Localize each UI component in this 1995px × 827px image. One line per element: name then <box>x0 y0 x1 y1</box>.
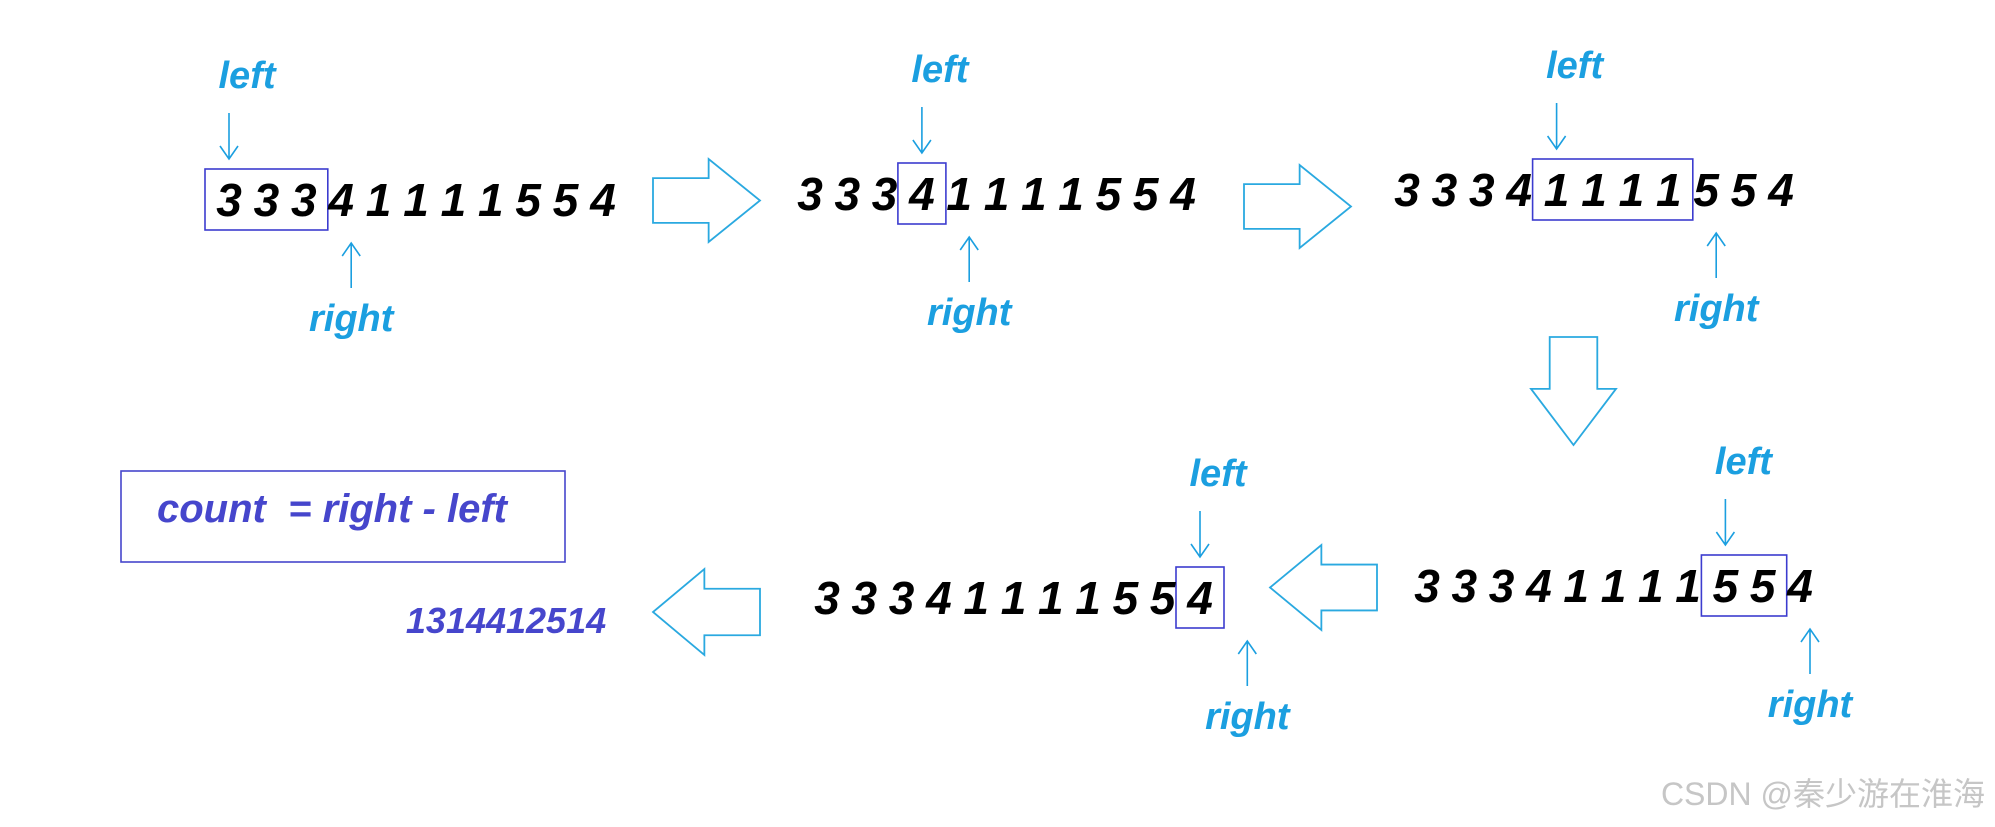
array-digit: 1 <box>441 174 467 226</box>
flow-arrow-left-icon <box>651 567 761 657</box>
array-digit: 1 <box>963 572 989 624</box>
right-pointer-arrow-icon <box>341 241 361 288</box>
array-digit: 1 <box>1544 164 1570 216</box>
right-pointer-arrow-icon <box>959 235 979 282</box>
right-pointer-label: right <box>1768 684 1854 726</box>
array-digit: 4 <box>908 168 935 220</box>
formula-text: count = right - left <box>157 487 509 531</box>
array-digit: 3 <box>889 572 915 624</box>
array-digit: 4 <box>1786 560 1813 612</box>
array-digit: 1 <box>1001 572 1027 624</box>
array-digit: 1 <box>1601 560 1627 612</box>
array-digit: 3 <box>1394 164 1420 216</box>
array-digit: 3 <box>835 168 861 220</box>
array-digit: 1 <box>946 168 972 220</box>
array-digit: 3 <box>1432 164 1458 216</box>
formula-frame <box>120 470 566 563</box>
array-digit: 4 <box>1505 164 1532 216</box>
array-digit: 5 <box>1150 572 1177 624</box>
array-digit: 5 <box>515 174 542 226</box>
array-digit: 1 <box>1021 168 1047 220</box>
right-pointer-label: right <box>1674 288 1760 330</box>
array-digit: 3 <box>291 174 317 226</box>
array-digit: 5 <box>1713 560 1740 612</box>
array-digit: 5 <box>1750 560 1777 612</box>
array-digit: 1 <box>1656 164 1682 216</box>
left-pointer-arrow-icon <box>1715 499 1736 547</box>
window-box <box>1175 566 1225 629</box>
array-digit: 4 <box>1525 560 1552 612</box>
window-box <box>204 168 329 231</box>
array-digit: 3 <box>797 168 823 220</box>
flow-arrows <box>651 157 1618 657</box>
array-digit: 4 <box>1767 164 1794 216</box>
array-digit: 4 <box>925 572 952 624</box>
array-digit: 1 <box>366 174 392 226</box>
array-digit: 3 <box>814 572 840 624</box>
array-digit: 3 <box>254 174 280 226</box>
left-pointer-arrow-icon <box>1546 103 1567 151</box>
array-digit: 1 <box>1563 560 1589 612</box>
array-digit: 3 <box>1469 164 1495 216</box>
left-pointer-arrow-icon <box>912 107 932 155</box>
flow-arrow-down-icon <box>1529 336 1618 447</box>
array-digit: 3 <box>1414 560 1440 612</box>
array-digit: 3 <box>872 168 898 220</box>
array-digit: 3 <box>1489 560 1515 612</box>
array-digit: 4 <box>327 174 354 226</box>
right-pointer-arrow-icon <box>1706 231 1726 278</box>
array-digit: 1 <box>403 174 429 226</box>
left-pointer-label: left <box>1546 45 1604 87</box>
formula-box: count = right - left <box>120 470 566 563</box>
array-digit: 1 <box>1075 572 1101 624</box>
array-digit: 5 <box>1096 168 1123 220</box>
window-box <box>897 162 947 225</box>
left-pointer-arrow-icon <box>219 113 239 161</box>
array-digit: 1 <box>1058 168 1084 220</box>
right-pointer-label: right <box>309 298 395 340</box>
flow-arrow-left-icon <box>1268 543 1378 632</box>
right-pointer-label: right <box>1205 696 1291 738</box>
flow-arrow-right-icon <box>1243 163 1353 250</box>
array-digit: 4 <box>589 174 616 226</box>
window-box <box>1531 158 1694 221</box>
watermark: CSDN @秦少游在淮海 <box>1661 776 1985 812</box>
array-digit: 1 <box>984 168 1010 220</box>
array-digit: 1 <box>478 174 504 226</box>
array-digit: 3 <box>216 174 242 226</box>
array-digit: 3 <box>852 572 878 624</box>
array-digit: 4 <box>1186 572 1213 624</box>
left-pointer-label: left <box>1190 453 1248 495</box>
array-digit: 5 <box>553 174 580 226</box>
left-pointer-label: left <box>219 55 277 97</box>
array-digit: 5 <box>1693 164 1720 216</box>
array-digit: 3 <box>1452 560 1478 612</box>
left-pointer-label: left <box>911 49 969 91</box>
array-digit: 5 <box>1133 168 1160 220</box>
window-box <box>1700 554 1788 617</box>
array-digit: 5 <box>1731 164 1758 216</box>
result-sequence: 1314412514 <box>406 600 606 641</box>
left-pointer-arrow-icon <box>1190 511 1210 559</box>
flow-arrow-right-icon <box>652 157 762 244</box>
array-digit: 1 <box>1675 560 1701 612</box>
array-digit: 4 <box>1169 168 1196 220</box>
left-pointer-label: left <box>1715 441 1773 483</box>
array-digit: 5 <box>1113 572 1140 624</box>
right-pointer-arrow-icon <box>1800 627 1820 674</box>
array-digit: 1 <box>1619 164 1645 216</box>
array-digit: 1 <box>1581 164 1607 216</box>
array-digit: 1 <box>1638 560 1664 612</box>
right-pointer-arrow-icon <box>1237 639 1257 686</box>
right-pointer-label: right <box>927 292 1013 334</box>
array-digit: 1 <box>1038 572 1064 624</box>
